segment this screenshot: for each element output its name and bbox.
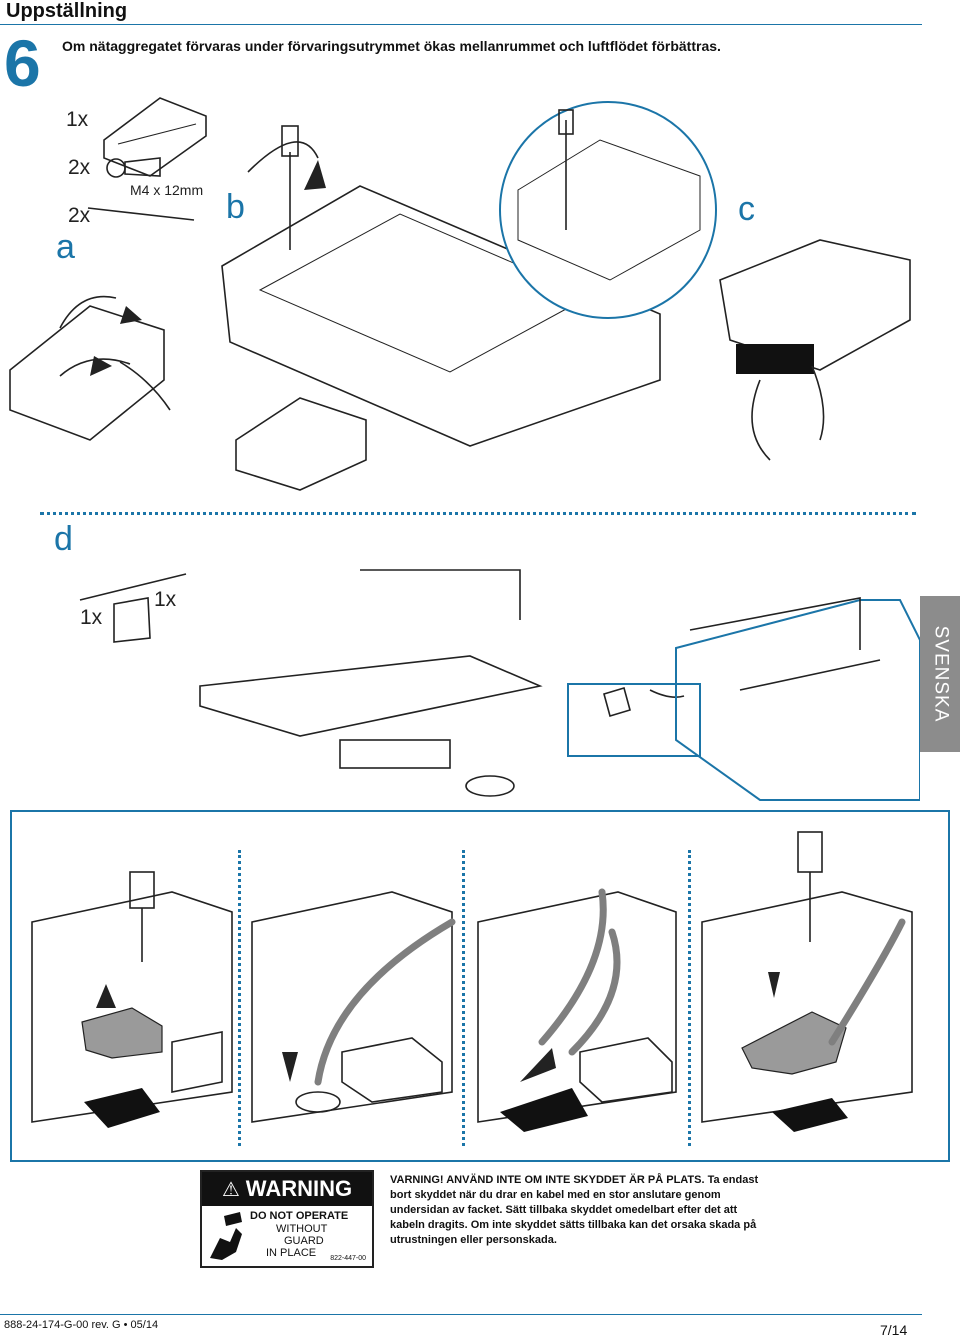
qty-bracket: 1x xyxy=(66,108,89,131)
row-separator xyxy=(40,512,916,515)
guard-steps-illustration xyxy=(31,831,913,1132)
screw-thread xyxy=(124,157,161,177)
power-supply xyxy=(736,344,814,374)
sub-step-insert-cable xyxy=(251,891,456,1123)
cable-tie xyxy=(87,207,195,221)
mouse-d xyxy=(465,775,515,797)
tray-b xyxy=(221,185,661,447)
warning-line-4: IN PLACE xyxy=(266,1247,317,1259)
screw-spec: M4 x 12mm xyxy=(130,182,204,198)
panel-a-letter: a xyxy=(56,228,75,266)
step-text: Om nätaggregatet förvaras under förvarin… xyxy=(62,38,721,54)
warning-label-heading: ⚠ WARNING xyxy=(202,1172,372,1206)
detail-box-d xyxy=(567,683,701,757)
qty-screws: 2x xyxy=(68,156,91,179)
language-tab-label: SVENSKA xyxy=(930,625,952,723)
panel-c-letter: c xyxy=(738,190,755,228)
page-number: 7/14 xyxy=(880,1322,908,1338)
warning-line-2: WITHOUT xyxy=(276,1223,328,1235)
detail-circle-c xyxy=(499,101,717,319)
cable-tie-d xyxy=(79,573,187,601)
bracket-b xyxy=(235,397,367,491)
warning-line-1: DO NOT OPERATE xyxy=(250,1210,349,1222)
warning-label-body: DO NOT OPERATE WITHOUT GUARD IN PLACE 82… xyxy=(206,1208,370,1266)
title-rule xyxy=(0,24,922,25)
step-illustrations-abc xyxy=(9,97,911,491)
warning-triangle-icon: ⚠ xyxy=(221,1178,240,1201)
step-illustrations-d xyxy=(79,569,920,801)
sub-separator-1 xyxy=(238,850,241,1146)
adhesive-mount xyxy=(113,597,151,643)
sub-step-pull-cable xyxy=(477,888,677,1132)
tray-c xyxy=(719,239,911,371)
bracket-under-tray xyxy=(9,305,165,441)
bracket-part xyxy=(103,97,207,177)
sub-separator-3 xyxy=(688,850,691,1146)
warning-label: ⚠ WARNING DO NOT OPERATE WITHOUT GUARD I… xyxy=(200,1170,374,1268)
language-tab: SVENSKA xyxy=(920,596,960,752)
qty-tie-d: 1x xyxy=(80,606,103,629)
screw-head xyxy=(106,158,126,178)
doc-number: 888-24-174-G-00 rev. G • 05/14 xyxy=(4,1319,159,1331)
sub-step-replace-guard xyxy=(701,831,913,1132)
guard-removal-panel xyxy=(10,810,950,1162)
keyboard-tray-d xyxy=(199,655,543,737)
qty-ties: 2x xyxy=(68,204,91,227)
warning-line-3: GUARD xyxy=(284,1235,324,1247)
warning-text: VARNING! ANVÄND INTE OM INTE SKYDDET ÄR … xyxy=(390,1174,759,1246)
curve-arrow-b xyxy=(247,141,319,173)
warning-heading-text: WARNING xyxy=(245,1176,353,1201)
panel-b-letter: b xyxy=(226,188,245,226)
section-title: Uppställning xyxy=(6,0,128,22)
qty-mount-d: 1x xyxy=(154,588,177,611)
keyboard-d xyxy=(339,739,451,769)
sub-separator-2 xyxy=(462,850,465,1146)
step-number: 6 xyxy=(4,26,41,100)
footer-rule xyxy=(0,1314,922,1315)
hand-hazard-icon xyxy=(210,1212,242,1260)
panel-d-letter: d xyxy=(54,520,73,558)
sub-step-remove-guard xyxy=(31,871,233,1128)
warning-code: 822-447-00 xyxy=(330,1255,366,1262)
detail-frame-d xyxy=(675,599,920,801)
